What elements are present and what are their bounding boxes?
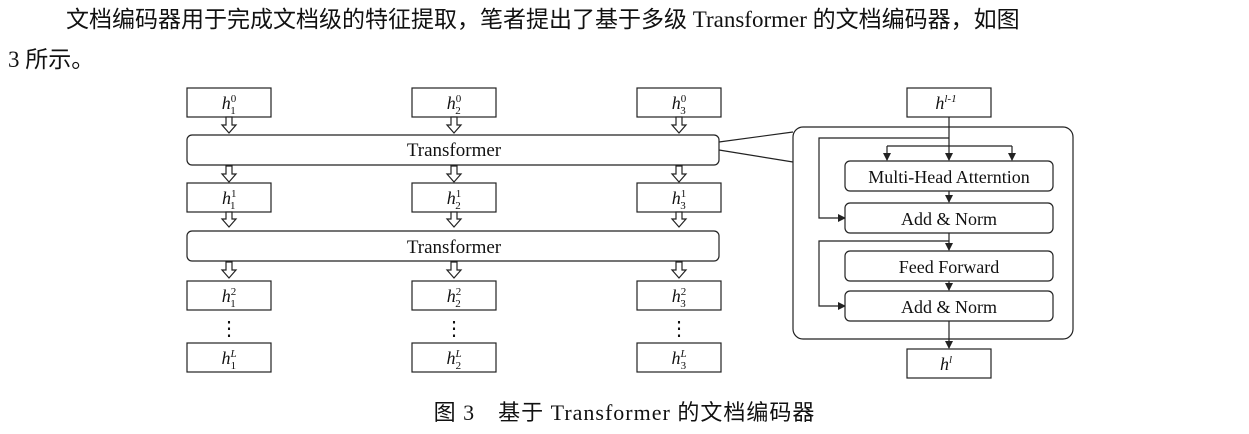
svg-text:hl-1: hl-1 xyxy=(935,93,956,113)
svg-text:Add & Norm: Add & Norm xyxy=(901,297,997,317)
svg-text:h23: h23 xyxy=(672,286,687,310)
feed-forward-block: Feed Forward xyxy=(844,250,1054,282)
svg-text:hL2: hL2 xyxy=(446,348,461,372)
svg-text:hL3: hL3 xyxy=(671,348,686,372)
detail-input-node: hl-1 xyxy=(906,87,992,118)
svg-text:h13: h13 xyxy=(672,188,687,212)
svg-text:h03: h03 xyxy=(672,93,687,117)
svg-text:h21: h21 xyxy=(222,286,237,310)
zoom-connector xyxy=(718,131,794,163)
svg-text:h22: h22 xyxy=(447,286,462,310)
svg-text:hl: hl xyxy=(940,354,952,374)
svg-text:h12: h12 xyxy=(447,188,462,212)
paragraph-line-2: 3 所示。 xyxy=(8,47,95,72)
residual-arrow-1 xyxy=(818,137,949,222)
transformer-detail-panel: hl-1 Multi-Head Atterntion Add & Norm xyxy=(792,87,1074,379)
svg-text:Add & Norm: Add & Norm xyxy=(901,209,997,229)
qkv-branch-arrows xyxy=(883,145,1016,161)
hollow-arrows-d xyxy=(220,261,688,279)
hollow-arrows-a xyxy=(220,116,688,134)
add-norm-block-2: Add & Norm xyxy=(844,290,1054,322)
ellipsis-3: ⋮ xyxy=(669,318,689,340)
svg-text:hL1: hL1 xyxy=(221,348,236,372)
transformer-block-2: Transformer xyxy=(186,230,720,262)
svg-text:Multi-Head Atterntion: Multi-Head Atterntion xyxy=(868,167,1029,187)
svg-text:h11: h11 xyxy=(222,188,236,212)
transformer-block-1: Transformer xyxy=(186,134,720,166)
ellipsis-2: ⋮ xyxy=(444,318,464,340)
residual-arrow-2 xyxy=(818,240,949,310)
svg-text:h01: h01 xyxy=(222,93,237,117)
detail-output-node: hl xyxy=(906,348,992,379)
multi-head-attention-block: Multi-Head Atterntion xyxy=(844,160,1054,192)
figure-caption: 图 3 基于 Transformer 的文档编码器 xyxy=(433,400,816,425)
add-norm-block-1: Add & Norm xyxy=(844,202,1054,234)
svg-text:h02: h02 xyxy=(447,93,462,117)
paragraph-line-1: 文档编码器用于完成文档级的特征提取，笔者提出了基于多级 Transformer … xyxy=(66,7,1020,32)
ellipsis-1: ⋮ xyxy=(219,318,239,340)
svg-text:Transformer: Transformer xyxy=(407,237,502,258)
hollow-arrows-c xyxy=(220,211,688,228)
svg-text:Transformer: Transformer xyxy=(407,140,502,161)
hollow-arrows-b xyxy=(220,165,688,183)
svg-text:Feed Forward: Feed Forward xyxy=(899,257,999,277)
